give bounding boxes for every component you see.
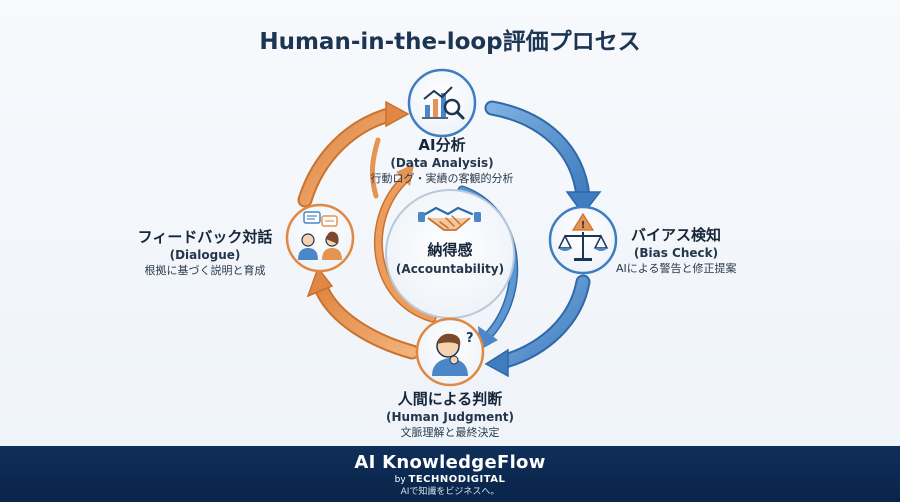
arrow-judgment-to-dialogue xyxy=(306,266,420,360)
ai-analysis-title: AI分析 xyxy=(418,136,466,154)
ai-analysis-subtitle: (Data Analysis) xyxy=(390,156,494,170)
ai-analysis-label: AI分析 (Data Analysis) 行動ログ・実績の客観的分析 xyxy=(352,136,532,187)
human-judgment-node: ? xyxy=(415,317,485,387)
handshake-icon xyxy=(418,206,481,231)
human-judgment-subtitle: (Human Judgment) xyxy=(386,410,514,424)
inner-arrow-orange xyxy=(369,137,437,323)
human-judgment-label: 人間による判断 (Human Judgment) 文脈理解と最終決定 xyxy=(360,390,540,441)
bias-check-description: AIによる警告と修正提案 xyxy=(616,262,737,275)
dialogue-label: フィードバック対話 (Dialogue) 根拠に基づく説明と育成 xyxy=(130,228,280,279)
arrow-analysis-to-bias xyxy=(484,100,602,216)
ai-analysis-description: 行動ログ・実績の客観的分析 xyxy=(370,172,514,185)
footer-banner: AI KnowledgeFlow by TECHNODIGITAL AIで知識を… xyxy=(0,446,900,502)
dialogue-node xyxy=(285,203,355,273)
svg-text:?: ? xyxy=(466,331,474,346)
footer-by: by xyxy=(394,475,406,485)
bias-check-title: バイアス検知 xyxy=(630,226,721,244)
center-title: 納得感 xyxy=(427,241,473,259)
bias-check-label: バイアス検知 (Bias Check) AIによる警告と修正提案 xyxy=(616,226,736,277)
dialogue-title: フィードバック対話 xyxy=(137,228,273,246)
center-subtitle: (Accountability) xyxy=(395,262,505,276)
center-label: 納得感 (Accountability) xyxy=(360,240,540,278)
conversation-icon xyxy=(298,211,342,260)
footer-tagline: AIで知識をビジネスへ。 xyxy=(400,487,500,497)
svg-text:!: ! xyxy=(581,220,586,231)
dialogue-subtitle: (Dialogue) xyxy=(169,248,241,262)
footer-byline: by TECHNODIGITAL xyxy=(0,474,900,486)
thinking-person-icon: ? xyxy=(432,331,474,376)
page-title: Human-in-the-loop評価プロセス xyxy=(259,29,641,55)
arrow-dialogue-to-analysis xyxy=(297,100,410,208)
bias-check-subtitle: (Bias Check) xyxy=(633,246,719,260)
bias-check-node: ! xyxy=(548,205,618,275)
human-judgment-description: 文脈理解と最終決定 xyxy=(400,426,500,439)
human-judgment-title: 人間による判断 xyxy=(397,390,503,408)
ai-analysis-node xyxy=(407,68,477,138)
footer-company: TECHNODIGITAL xyxy=(408,474,506,485)
footer-brand: AI KnowledgeFlow xyxy=(354,452,546,473)
chart-magnifier-icon xyxy=(422,86,465,120)
dialogue-description: 根拠に基づく説明と育成 xyxy=(144,264,266,277)
warning-scale-icon: ! xyxy=(557,212,609,261)
process-cycle-diagram: ! ? xyxy=(285,68,618,387)
arrow-bias-to-judgment xyxy=(484,274,591,378)
